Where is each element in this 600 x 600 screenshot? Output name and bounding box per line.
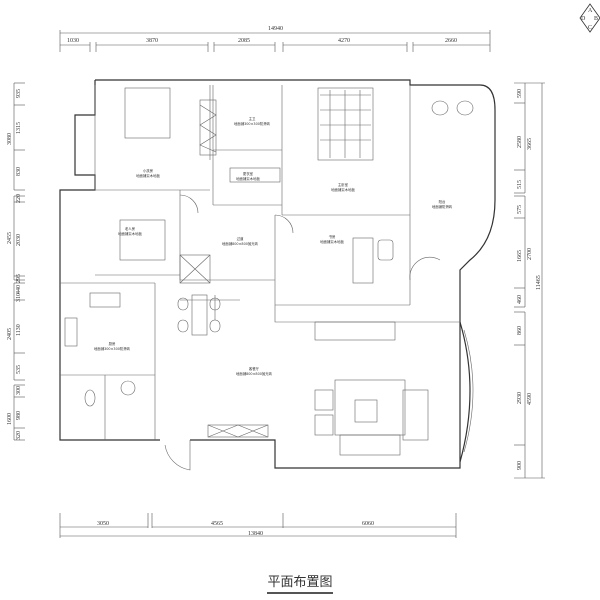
room-floor: 地面铺800×800抛光砖 — [236, 371, 273, 376]
svg-text:13840: 13840 — [248, 531, 263, 537]
svg-text:1665: 1665 — [517, 250, 523, 262]
dining-table — [191, 294, 208, 336]
wardrobe — [199, 99, 217, 156]
right-dimensions: 590 2580 515 3665 575 1665 460 2700 860 … — [514, 82, 545, 479]
svg-text:3080: 3080 — [7, 133, 13, 145]
svg-text:3665: 3665 — [527, 138, 533, 150]
chair — [377, 239, 394, 261]
title-text: 平面布置图 — [267, 571, 333, 594]
svg-text:300: 300 — [16, 386, 22, 395]
top-dimensions: 14940 1030 3870 2085 4270 2660 — [59, 26, 491, 52]
tv-cabinet — [314, 321, 396, 341]
svg-text:2700: 2700 — [527, 248, 533, 260]
svg-text:1315: 1315 — [16, 122, 22, 134]
svg-text:460: 460 — [517, 295, 523, 304]
walls — [59, 79, 496, 471]
svg-text:3050: 3050 — [97, 521, 109, 527]
compass-icon: A B C D — [579, 3, 600, 33]
room-labels: 小孩房 地面铺实木地板 主卫 地面铺300×300防滑砖 更衣室 地面铺实木地板… — [94, 116, 453, 376]
room-label: 老人房 — [125, 226, 136, 231]
svg-text:B: B — [594, 16, 598, 22]
room-floor: 地面铺实木地板 — [236, 176, 260, 181]
left-dimensions: 3080 935 1315 830 2455 220 2030 295 2405… — [7, 82, 25, 441]
room-floor: 地面铺实木地板 — [320, 239, 344, 244]
single-bed — [119, 219, 166, 261]
room-label: 书房 — [329, 234, 336, 239]
svg-text:4270: 4270 — [338, 38, 350, 44]
svg-text:4590: 4590 — [527, 393, 533, 405]
room-label: 主卫 — [249, 116, 256, 121]
svg-text:11465: 11465 — [536, 275, 542, 290]
room-label: 客餐厅 — [249, 366, 260, 371]
svg-text:2455: 2455 — [7, 232, 13, 244]
svg-text:860: 860 — [517, 326, 523, 335]
svg-text:575: 575 — [517, 205, 523, 214]
svg-text:A: A — [588, 8, 593, 14]
room-floor: 地面铺实木地板 — [136, 173, 160, 178]
svg-text:590: 590 — [517, 89, 523, 98]
svg-text:D: D — [581, 16, 586, 22]
svg-text:1600: 1600 — [7, 413, 13, 425]
room-floor: 地面铺800×800抛光砖 — [222, 241, 259, 246]
svg-text:2580: 2580 — [517, 136, 523, 148]
svg-text:320: 320 — [16, 431, 22, 440]
svg-text:2930: 2930 — [517, 392, 523, 404]
room-label: 更衣室 — [243, 171, 254, 176]
room-label: 小孩房 — [143, 168, 154, 173]
room-label: 阳台 — [439, 199, 446, 204]
svg-text:3870: 3870 — [146, 38, 158, 44]
svg-text:4565: 4565 — [211, 521, 223, 527]
rug — [334, 379, 406, 436]
svg-text:830: 830 — [16, 167, 22, 176]
svg-text:440: 440 — [16, 285, 22, 294]
furniture — [64, 87, 474, 456]
bottom-dimensions: 3050 4565 6060 13840 — [59, 513, 457, 538]
svg-text:2405: 2405 — [7, 328, 13, 340]
room-floor: 地面铺300×300防滑砖 — [94, 346, 131, 351]
room-floor: 地面铺实木地板 — [331, 187, 355, 192]
svg-text:295: 295 — [16, 274, 22, 283]
drawing-title: 平面布置图 — [0, 571, 600, 594]
svg-text:14940: 14940 — [268, 26, 283, 32]
bed — [124, 87, 171, 139]
desk — [352, 237, 374, 284]
sofa — [339, 434, 401, 456]
room-floor: 地面铺防滑砖 — [432, 204, 453, 209]
room-floor: 地面铺300×300防滑砖 — [234, 121, 271, 126]
svg-text:900: 900 — [517, 461, 523, 470]
svg-text:310: 310 — [16, 293, 22, 302]
master-bed — [317, 87, 374, 161]
svg-text:2030: 2030 — [16, 234, 22, 246]
room-label: 厨房 — [109, 341, 116, 346]
room-label: 过道 — [237, 236, 244, 241]
svg-text:515: 515 — [517, 180, 523, 189]
sink — [64, 317, 78, 347]
closet — [229, 167, 281, 183]
svg-text:220: 220 — [16, 194, 22, 203]
svg-text:6060: 6060 — [362, 521, 374, 527]
svg-text:C: C — [588, 25, 592, 31]
svg-text:980: 980 — [16, 411, 22, 420]
stove — [89, 292, 121, 308]
svg-text:1130: 1130 — [16, 324, 22, 336]
svg-text:935: 935 — [16, 89, 22, 98]
svg-text:535: 535 — [16, 365, 22, 374]
room-floor: 地面铺实木地板 — [118, 231, 142, 236]
svg-text:1030: 1030 — [67, 38, 79, 44]
svg-text:2085: 2085 — [238, 38, 250, 44]
room-label: 主卧室 — [338, 182, 349, 187]
svg-text:2660: 2660 — [445, 38, 457, 44]
